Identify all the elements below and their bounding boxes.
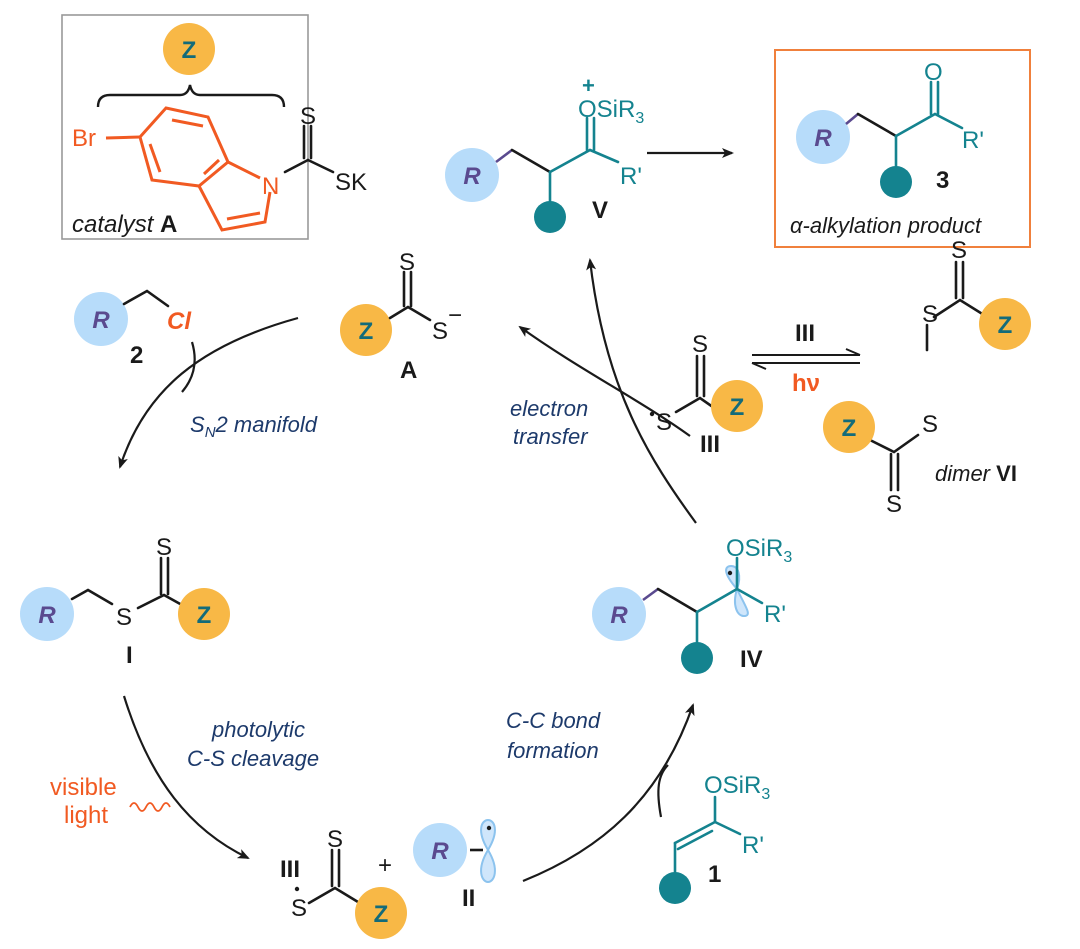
svg-text:R: R [431,838,449,865]
svg-text:+: + [582,73,595,98]
hv-label: hν [792,370,820,397]
svg-text:III: III [280,856,300,883]
svg-text:IV: IV [740,646,763,673]
electron-transfer-label-1: electron [510,396,588,421]
svg-text:R': R' [764,601,786,628]
catalyst-caption: catalyst A [72,211,177,238]
svg-text:S: S [399,249,415,276]
svg-text:Z: Z [998,312,1013,339]
svg-text:S: S [922,301,938,328]
svg-text:OSiR3: OSiR3 [726,535,792,566]
svg-text:S: S [951,237,967,264]
dimer-caption: dimer VI [935,461,1017,486]
reagent-1: OSiR3 R' 1 [659,772,770,904]
cc-bond-label-2: formation [507,738,599,763]
svg-text:II: II [462,885,475,912]
visible-light-label-2: light [64,802,108,829]
svg-text:V: V [592,197,608,224]
svg-text:O: O [924,59,943,86]
svg-text:I: I [126,642,133,669]
svg-text:Z: Z [359,318,374,345]
svg-text:S: S [692,331,708,358]
svg-text:R': R' [620,163,642,190]
svg-text:OSiR3: OSiR3 [578,96,644,127]
svg-text:S: S [291,895,307,922]
sn2-arrow [118,316,299,469]
svg-text:R: R [38,602,56,629]
cc-bond-arrow [522,703,695,883]
dimer-VI: S S S Z S Z dimer VI [823,237,1031,518]
reagent-2-entry-arrow [181,341,196,393]
svg-text:Cl: Cl [167,308,192,335]
n-label: N [262,173,279,200]
electron-transfer-arrow-to-V [586,258,697,524]
catalyst-box: Z Br N S SK catalyst A [61,14,367,240]
svg-text:Z: Z [374,901,389,928]
br-label: Br [72,125,96,152]
product-caption: α-alkylation product [790,213,982,238]
sk-label: SK [335,169,367,196]
equilibrium-top-label: III [795,320,815,347]
electron-transfer-arrow-to-A [518,325,691,437]
svg-text:III: III [700,431,720,458]
svg-text:S: S [327,826,343,853]
z-circle [163,23,215,75]
product-box: R O R' 3 α-alkylation product [774,49,1031,248]
svg-text:−: − [448,302,462,329]
z-label: Z [182,37,197,64]
svg-text:S: S [116,604,132,631]
s-thione-label: S [300,103,316,130]
indole-ring [105,106,272,232]
reagent-2: R Cl 2 [74,289,192,369]
reagent-1-entry-arrow [657,764,669,818]
svg-text:S: S [922,411,938,438]
svg-text:R': R' [742,832,764,859]
svg-text:R: R [92,307,110,334]
wavy-light-icon [129,802,171,812]
brace [96,84,286,108]
svg-text:Z: Z [730,394,745,421]
catalyst-A: Z S S − A [340,249,462,384]
p-orbital-icon [480,818,496,884]
svg-text:S: S [156,534,172,561]
photolytic-arrow [122,695,250,859]
svg-text:2: 2 [130,342,143,369]
sn2-label: SN2 manifold [190,412,318,441]
photolytic-label-2: C-S cleavage [187,746,319,771]
svg-text:Z: Z [197,602,212,629]
svg-text:R': R' [962,127,984,154]
svg-text:3: 3 [936,167,949,194]
svg-text:Z: Z [842,415,857,442]
photolytic-label-1: photolytic [211,717,305,742]
svg-text:S: S [656,409,672,436]
svg-text:A: A [400,357,417,384]
radical-III-bottom: III S S Z + [280,826,407,939]
radical-III-right: S S Z III [649,331,763,458]
radical-II: R II [413,818,496,912]
intermediate-IV: R OSiR3 R' IV [592,535,792,674]
electron-transfer-label-2: transfer [513,424,589,449]
visible-light-label-1: visible [50,774,117,801]
equilibrium-arrows: III hν [751,320,861,397]
svg-text:R: R [463,163,481,190]
svg-text:R: R [610,602,628,629]
svg-text:1: 1 [708,861,721,888]
svg-text:S: S [432,318,448,345]
svg-text:S: S [886,491,902,518]
svg-text:+: + [378,852,392,879]
intermediate-I: R S S Z I [20,534,230,669]
intermediate-V: R OSiR3 + R' V [445,73,644,233]
svg-text:R: R [814,125,832,152]
svg-text:OSiR3: OSiR3 [704,772,770,803]
cc-bond-label-1: C-C bond [506,708,601,733]
